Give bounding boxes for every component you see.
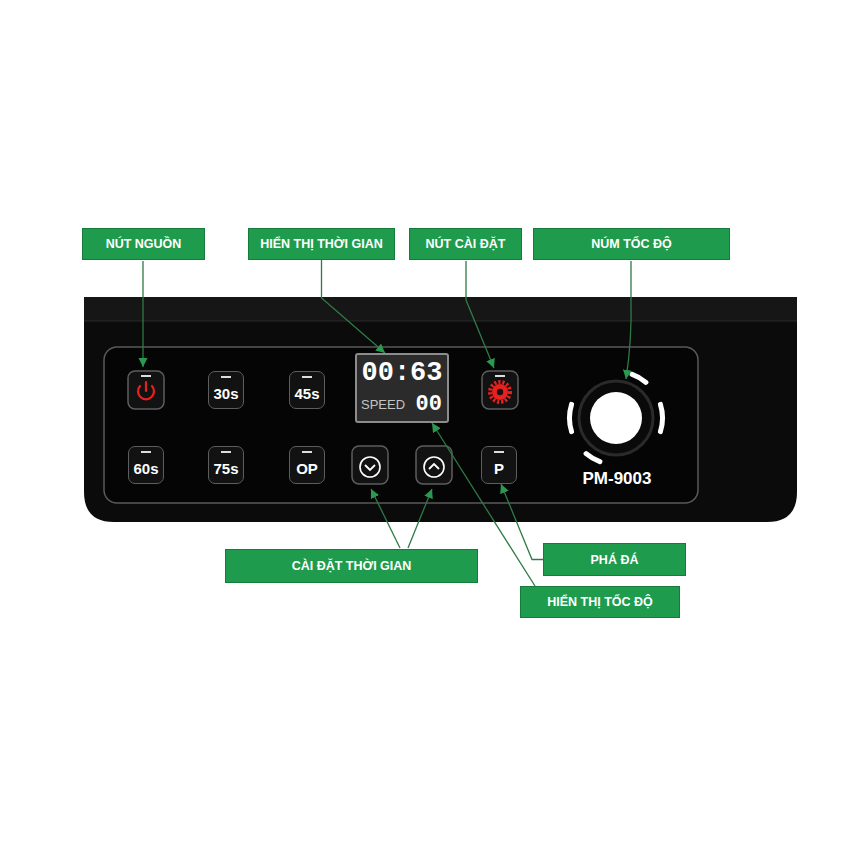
callout-label: HIỂN THỊ TỐC ĐỘ (520, 586, 680, 618)
control-panel: 30s 45s 00:63SPEED 00 60s 75s OP P PM-9003 (84, 297, 797, 522)
speed-knob-ring (579, 381, 653, 455)
display-reading: SPEED (361, 397, 405, 413)
time-up-button (416, 446, 452, 484)
down-icon (365, 465, 375, 470)
power-button (128, 371, 164, 409)
time-down-button (352, 446, 388, 484)
label-text: 30s (213, 379, 238, 402)
knob-mark (567, 402, 574, 434)
knob-mark (658, 402, 665, 434)
gear-icon (497, 389, 503, 395)
label-text: NÚT NGUỒN (106, 237, 182, 251)
callout-label: PHÁ ĐÁ (543, 543, 686, 576)
panel-frame (104, 347, 698, 503)
label-text: OP (296, 454, 318, 477)
knob-mark (583, 451, 602, 464)
label-text: HIỂN THỊ TỐC ĐỘ (547, 595, 653, 609)
leader-line (142, 261, 143, 367)
button-indicator (141, 375, 151, 377)
leader-line (408, 489, 432, 548)
up-icon (424, 457, 444, 477)
gear-icon (492, 384, 508, 400)
leader-line (466, 261, 494, 368)
label-text: NÚM TỐC ĐỘ (591, 237, 672, 251)
preset-button: 75s (208, 446, 244, 484)
power-icon (145, 382, 147, 391)
knob-marks (567, 372, 665, 465)
leader-arrow (501, 484, 543, 560)
button-indicator (495, 375, 505, 377)
lcd-display: 00:63SPEED 00 (355, 353, 449, 423)
preset-button: OP (289, 446, 325, 484)
knob-mark (629, 372, 648, 385)
leader-line (626, 261, 631, 379)
panel-top-strip (84, 297, 797, 321)
label-text: PHÁ ĐÁ (591, 553, 639, 567)
model-name: PM-9003 (572, 469, 662, 489)
pulse-button: P (481, 446, 517, 484)
callout-label: NÚT CÀI ĐẶT (409, 228, 522, 260)
panel-seam (84, 321, 797, 322)
leader-line (371, 489, 400, 548)
callout-label: HIỂN THỊ THỜI GIAN (248, 228, 395, 260)
panel-body (84, 297, 797, 522)
settings-button (482, 371, 518, 409)
label-text: 45s (294, 379, 319, 402)
label-text: NÚT CÀI ĐẶT (426, 237, 506, 251)
label-text: HIỂN THỊ THỜI GIAN (260, 237, 382, 251)
display-reading: 00:63 (357, 358, 447, 388)
up-icon (429, 464, 439, 469)
label-text: 60s (133, 454, 158, 477)
gear-icon (490, 382, 510, 402)
label-text: 75s (213, 454, 238, 477)
callout-label: NÚM TỐC ĐỘ (533, 228, 730, 260)
preset-button: 30s (208, 371, 244, 409)
callout-label: CÀI ĐẶT THỜI GIAN (225, 549, 478, 583)
leader-arrow (322, 260, 386, 353)
preset-button: 60s (128, 446, 164, 484)
label-text: P (494, 454, 504, 477)
preset-button: 45s (289, 371, 325, 409)
display-reading: 00 (416, 392, 442, 418)
speed-knob (590, 392, 642, 444)
label-text: CÀI ĐẶT THỜI GIAN (292, 559, 412, 573)
down-icon (360, 457, 380, 477)
callout-label: NÚT NGUỒN (82, 228, 205, 260)
